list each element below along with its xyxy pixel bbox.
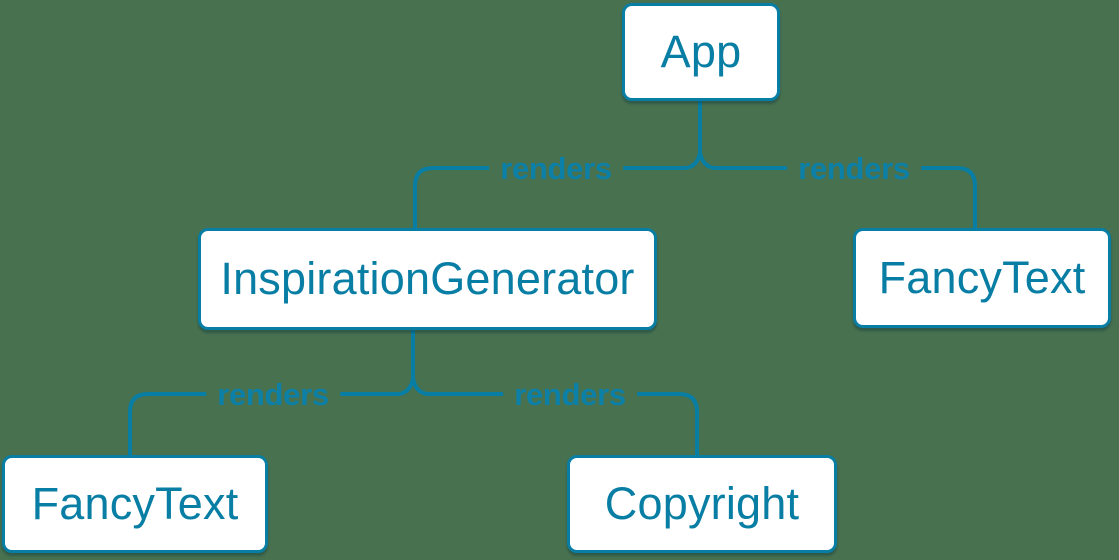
tree-node-fancy-text-top: FancyText (853, 228, 1111, 328)
node-label: InspirationGenerator (220, 253, 635, 304)
tree-node-app: App (622, 3, 780, 101)
tree-node-copyright: Copyright (567, 455, 837, 553)
node-label: App (660, 26, 742, 77)
tree-node-inspiration-generator: InspirationGenerator (198, 228, 657, 330)
node-label: FancyText (31, 478, 239, 529)
edge-label-renders: renders (489, 150, 623, 188)
edge-label-renders: renders (503, 376, 637, 414)
tree-node-fancy-text-bottom: FancyText (2, 455, 268, 553)
edge-label-renders: renders (787, 150, 921, 188)
edge-label-renders: renders (206, 376, 340, 414)
node-label: Copyright (604, 478, 800, 529)
node-label: FancyText (878, 252, 1086, 303)
